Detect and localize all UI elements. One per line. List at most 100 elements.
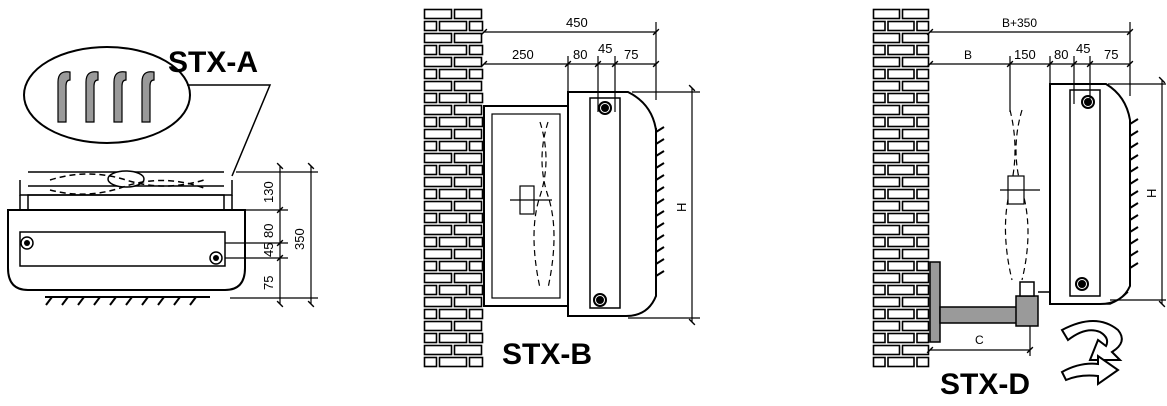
brick xyxy=(872,188,886,200)
brick xyxy=(468,92,484,104)
brick xyxy=(423,80,453,92)
brick xyxy=(901,176,930,188)
brick xyxy=(438,188,468,200)
brick xyxy=(438,92,468,104)
brick xyxy=(916,188,930,200)
louvers-d xyxy=(1129,118,1139,270)
brick xyxy=(453,104,483,116)
blade-icons xyxy=(57,71,155,123)
panel-stx-b: 450 250 80 45 75 H STX-B xyxy=(423,8,700,371)
brick xyxy=(438,20,468,32)
brick xyxy=(887,236,915,248)
brick xyxy=(423,140,438,152)
stx-b-title: STX-B xyxy=(502,338,592,371)
brick xyxy=(453,200,483,212)
brick xyxy=(872,116,886,128)
heater-body-d xyxy=(1038,83,1131,305)
brick xyxy=(916,92,930,104)
brick xyxy=(872,104,901,116)
brick xyxy=(423,176,453,188)
brick xyxy=(423,68,438,80)
brick xyxy=(916,284,930,296)
brick xyxy=(423,308,438,320)
brick xyxy=(423,104,453,116)
brick xyxy=(872,44,886,56)
brick xyxy=(468,212,484,224)
brick xyxy=(872,260,886,272)
brick xyxy=(423,356,438,368)
brick-wall xyxy=(872,8,930,368)
brick xyxy=(872,80,901,92)
brick xyxy=(423,320,453,332)
brick xyxy=(468,188,484,200)
dim-h-b: H xyxy=(674,203,689,212)
brick xyxy=(901,152,930,164)
brick xyxy=(872,212,886,224)
brick xyxy=(438,164,468,176)
brick xyxy=(916,68,930,80)
brick-wall xyxy=(423,8,484,368)
brick xyxy=(453,224,483,236)
brick xyxy=(468,332,484,344)
brick xyxy=(438,308,468,320)
brick xyxy=(872,356,886,368)
dim-150-d: 150 xyxy=(1014,47,1036,62)
brick xyxy=(438,116,468,128)
brick xyxy=(468,164,484,176)
brick xyxy=(872,32,901,44)
brick xyxy=(423,344,453,356)
brick xyxy=(887,356,915,368)
brick xyxy=(872,164,886,176)
dim-75-d: 75 xyxy=(1104,47,1118,62)
brick xyxy=(453,80,483,92)
brick xyxy=(901,344,930,356)
brick xyxy=(916,116,930,128)
brick xyxy=(872,56,901,68)
brick xyxy=(453,152,483,164)
dim-45-b: 45 xyxy=(598,41,612,56)
brick xyxy=(916,44,930,56)
fan-d xyxy=(1000,109,1040,281)
brick xyxy=(438,260,468,272)
brick xyxy=(901,248,930,260)
heater-housing xyxy=(7,209,246,291)
brick xyxy=(423,32,453,44)
brick xyxy=(468,308,484,320)
brick xyxy=(901,104,930,116)
callout-leaders xyxy=(187,84,272,177)
panel-stx-a: STX-A xyxy=(7,46,318,308)
brick xyxy=(423,224,453,236)
brick xyxy=(453,296,483,308)
brick xyxy=(872,152,901,164)
heater-body-b xyxy=(567,91,657,317)
brick xyxy=(887,212,915,224)
brick xyxy=(423,296,453,308)
brick xyxy=(453,128,483,140)
brick xyxy=(916,236,930,248)
dimension-lines-a xyxy=(225,162,318,308)
brick xyxy=(916,140,930,152)
brick xyxy=(438,44,468,56)
brick xyxy=(872,320,901,332)
dimension-lines-b xyxy=(480,22,700,326)
brick xyxy=(872,272,901,284)
fan-box xyxy=(483,105,569,307)
brick xyxy=(453,272,483,284)
louvers xyxy=(45,296,210,306)
brick xyxy=(901,128,930,140)
brick xyxy=(901,296,930,308)
dim-80-b: 80 xyxy=(573,47,587,62)
brick xyxy=(872,128,901,140)
stx-d-title: STX-D xyxy=(940,368,1030,401)
dim-80-d: 80 xyxy=(1054,47,1068,62)
dim-75-b: 75 xyxy=(624,47,638,62)
brick xyxy=(423,152,453,164)
dim-450: 450 xyxy=(566,15,588,30)
dim-250: 250 xyxy=(512,47,534,62)
brick xyxy=(887,164,915,176)
brick xyxy=(887,188,915,200)
brick xyxy=(872,248,901,260)
dim-45: 45 xyxy=(261,243,276,257)
dim-45-d: 45 xyxy=(1076,41,1090,56)
mounting-screws xyxy=(20,236,223,265)
